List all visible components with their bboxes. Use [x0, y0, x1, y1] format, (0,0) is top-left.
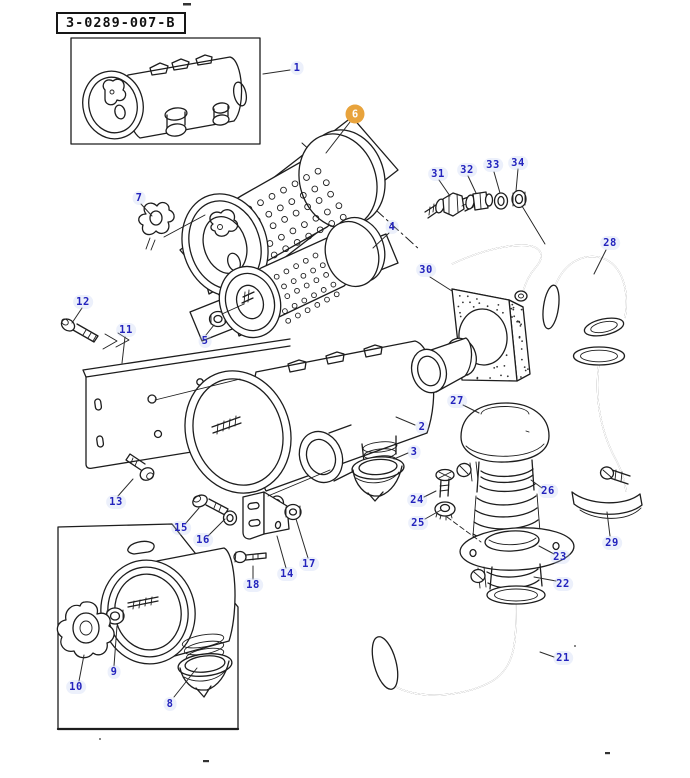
part-label-10[interactable]: 10 [66, 680, 86, 694]
leader-line-26 [530, 479, 543, 489]
part-label-29[interactable]: 29 [602, 536, 622, 550]
registration-marks [99, 3, 610, 763]
part-label-7[interactable]: 7 [132, 191, 146, 205]
part-17-nut-drawing [284, 503, 302, 521]
leader-line-29 [606, 511, 611, 537]
part-3-valve-drawing [351, 456, 405, 502]
leader-line-5 [205, 324, 215, 336]
leader-line-25 [424, 509, 442, 520]
leader-line-11 [121, 336, 126, 364]
part-2-canister-drawing [184, 340, 435, 494]
part-33-washer-drawing [493, 192, 509, 210]
part-label-14[interactable]: 14 [277, 567, 297, 581]
spring-section-drawing [472, 493, 541, 541]
part-24-bolt-drawing [435, 468, 455, 498]
part-23-flange-drawing [459, 527, 575, 571]
part-label-17[interactable]: 17 [299, 557, 319, 571]
part-28-elbow-hose-drawing [542, 255, 627, 337]
leader-line-32 [467, 175, 477, 194]
leader-line-2 [395, 416, 416, 426]
leader-line-24 [423, 490, 437, 498]
leader-line-14 [276, 535, 287, 569]
part-1-inset-drawing [70, 37, 261, 145]
part-18-bolt-drawing [233, 550, 267, 564]
leader-line-13 [117, 478, 134, 497]
part-6-filter-drawing [181, 129, 386, 297]
part-21-pipe-drawing [371, 585, 546, 696]
part-16-washer-drawing [222, 510, 238, 526]
part-label-8[interactable]: 8 [163, 697, 177, 711]
part-25-nut-drawing [434, 501, 456, 521]
leader-line-9 [113, 625, 118, 667]
part-label-25[interactable]: 25 [408, 516, 428, 530]
parts-8-9-10-box-drawing [56, 523, 240, 731]
part-13-bolt-drawing [125, 453, 155, 481]
leader-line-8 [173, 667, 198, 698]
leader-line-17 [295, 518, 309, 559]
part-label-21[interactable]: 21 [553, 651, 573, 665]
leader-line-23 [538, 545, 555, 555]
part-label-31[interactable]: 31 [428, 167, 448, 181]
leader-line-7 [140, 203, 153, 217]
leader-line-21 [539, 651, 555, 658]
leader-line-22 [533, 576, 557, 582]
part-label-34[interactable]: 34 [508, 156, 528, 170]
leader-lines-layer [71, 69, 611, 698]
leader-line-12 [71, 307, 83, 324]
breather-hose-drawing [451, 244, 542, 302]
part-label-16[interactable]: 16 [193, 533, 213, 547]
part-label-6-highlighted[interactable]: 6 [345, 104, 365, 124]
leader-line-4 [372, 232, 390, 249]
part-14-bracket-drawing [242, 491, 290, 540]
leader-line-10 [78, 654, 85, 682]
part-27-cap-drawing [460, 402, 550, 463]
part-label-26[interactable]: 26 [538, 484, 558, 498]
part-label-5[interactable]: 5 [198, 334, 212, 348]
leader-line-28 [593, 249, 607, 275]
part-label-24[interactable]: 24 [407, 493, 427, 507]
part-2-intake-tube-drawing [410, 337, 477, 394]
part-label-13[interactable]: 13 [106, 495, 126, 509]
part-label-9[interactable]: 9 [107, 665, 121, 679]
part-26-clamp-drawing [456, 459, 536, 493]
drawing-number-label: 3-0289-007-B [56, 12, 186, 34]
part-11-bracket-drawing [82, 338, 291, 470]
part-label-15[interactable]: 15 [171, 521, 191, 535]
part-label-28[interactable]: 28 [600, 236, 620, 250]
part-label-4[interactable]: 4 [385, 220, 399, 234]
leader-line-16 [207, 518, 226, 537]
part-label-23[interactable]: 23 [550, 550, 570, 564]
part-label-2[interactable]: 2 [415, 420, 429, 434]
leader-line-1 [262, 69, 291, 75]
part-32-fitting-drawing [461, 191, 494, 211]
part-label-22[interactable]: 22 [553, 577, 573, 591]
part-label-32[interactable]: 32 [457, 163, 477, 177]
leader-line-33 [493, 171, 501, 194]
leader-line-15 [185, 507, 200, 524]
leader-line-3 [393, 452, 409, 460]
leader-line-30 [429, 276, 453, 292]
part-34-nut-drawing [511, 189, 527, 209]
part-12-bolt-drawing [60, 318, 130, 350]
leader-line-34 [515, 168, 519, 192]
part-label-3[interactable]: 3 [407, 445, 421, 459]
part-label-11[interactable]: 11 [116, 323, 136, 337]
part-label-1[interactable]: 1 [290, 61, 304, 75]
assembly-lines [154, 205, 546, 543]
part-29-hose-clamp-drawing [571, 346, 643, 519]
leader-line-27 [462, 404, 480, 414]
part-label-18[interactable]: 18 [243, 578, 263, 592]
part-label-33[interactable]: 33 [483, 158, 503, 172]
part-label-27[interactable]: 27 [447, 394, 467, 408]
part-4-filter-drawing [218, 216, 386, 339]
leader-line-6 [325, 121, 351, 154]
leader-line-31 [438, 179, 451, 197]
part-label-30[interactable]: 30 [416, 263, 436, 277]
part-label-12[interactable]: 12 [73, 295, 93, 309]
